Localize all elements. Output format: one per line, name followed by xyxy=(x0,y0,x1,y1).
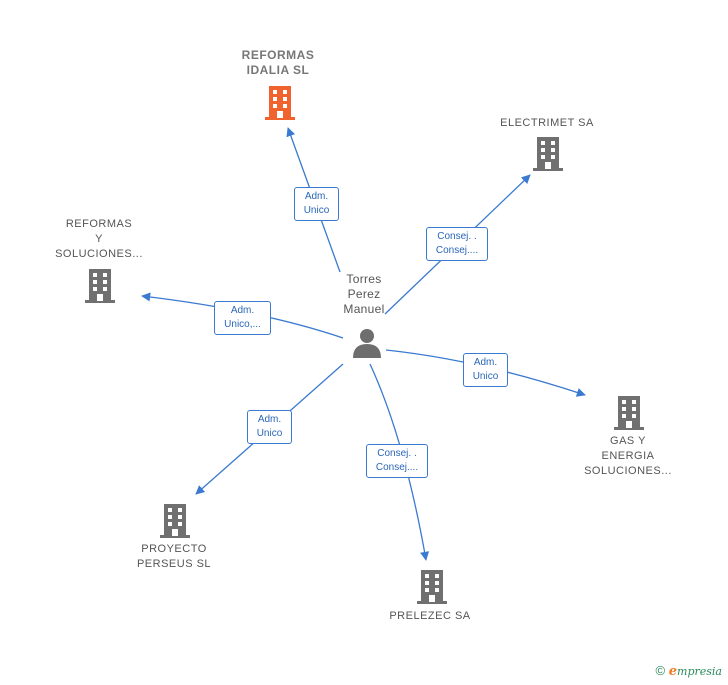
role-line-2: Unico xyxy=(472,371,499,382)
role-line-1: Adm. xyxy=(304,191,329,202)
person-label[interactable]: Torres Perez Manuel xyxy=(343,272,385,316)
building-icon[interactable] xyxy=(417,568,447,604)
building-icon[interactable] xyxy=(614,394,644,430)
role-line-1: Adm. xyxy=(230,305,255,316)
role-box-proyecto-perseus[interactable]: Adm. Unico xyxy=(247,410,292,444)
company-label-reformas-soluciones[interactable]: REFORMAS Y SOLUCIONES... xyxy=(55,218,143,260)
company-label-reformas-idalia[interactable]: REFORMAS IDALIA SL xyxy=(241,48,315,77)
building-icon[interactable] xyxy=(265,84,295,120)
role-line-2: Unico xyxy=(303,205,330,216)
role-line-1: Adm. xyxy=(473,357,498,368)
role-line-2: Consej.... xyxy=(435,245,479,256)
brand-watermark: © empresia xyxy=(656,663,722,679)
role-box-reformas-idalia[interactable]: Adm. Unico xyxy=(294,187,339,221)
company-label-gas-energia[interactable]: GAS Y ENERGIA SOLUCIONES... xyxy=(584,435,672,477)
role-box-gas-energia[interactable]: Adm. Unico xyxy=(463,353,508,387)
role-box-electrimet[interactable]: Consej. . Consej.... xyxy=(426,227,488,261)
brand-name: mpresia xyxy=(677,665,722,678)
role-box-reformas-soluciones[interactable]: Adm. Unico,... xyxy=(214,301,271,335)
role-line-2: Unico xyxy=(256,428,283,439)
role-line-1: Consej. . xyxy=(377,448,417,459)
building-icon[interactable] xyxy=(160,502,190,538)
company-label-prelezec[interactable]: PRELEZEC SA xyxy=(389,610,471,622)
role-line-2: Consej.... xyxy=(375,462,419,473)
building-icon[interactable] xyxy=(533,135,563,171)
brand-e: e xyxy=(668,664,678,679)
role-line-1: Consej. . xyxy=(437,231,477,242)
role-box-prelezec[interactable]: Consej. . Consej.... xyxy=(366,444,428,478)
role-line-2: Unico,... xyxy=(224,319,261,330)
company-label-proyecto-perseus[interactable]: PROYECTO PERSEUS SL xyxy=(136,543,212,570)
company-label-electrimet[interactable]: ELECTRIMET SA xyxy=(500,117,594,129)
role-line-1: Adm. xyxy=(257,414,282,425)
person-icon[interactable] xyxy=(351,328,383,358)
copyright-symbol: © xyxy=(655,663,666,678)
building-icon[interactable] xyxy=(85,267,115,303)
